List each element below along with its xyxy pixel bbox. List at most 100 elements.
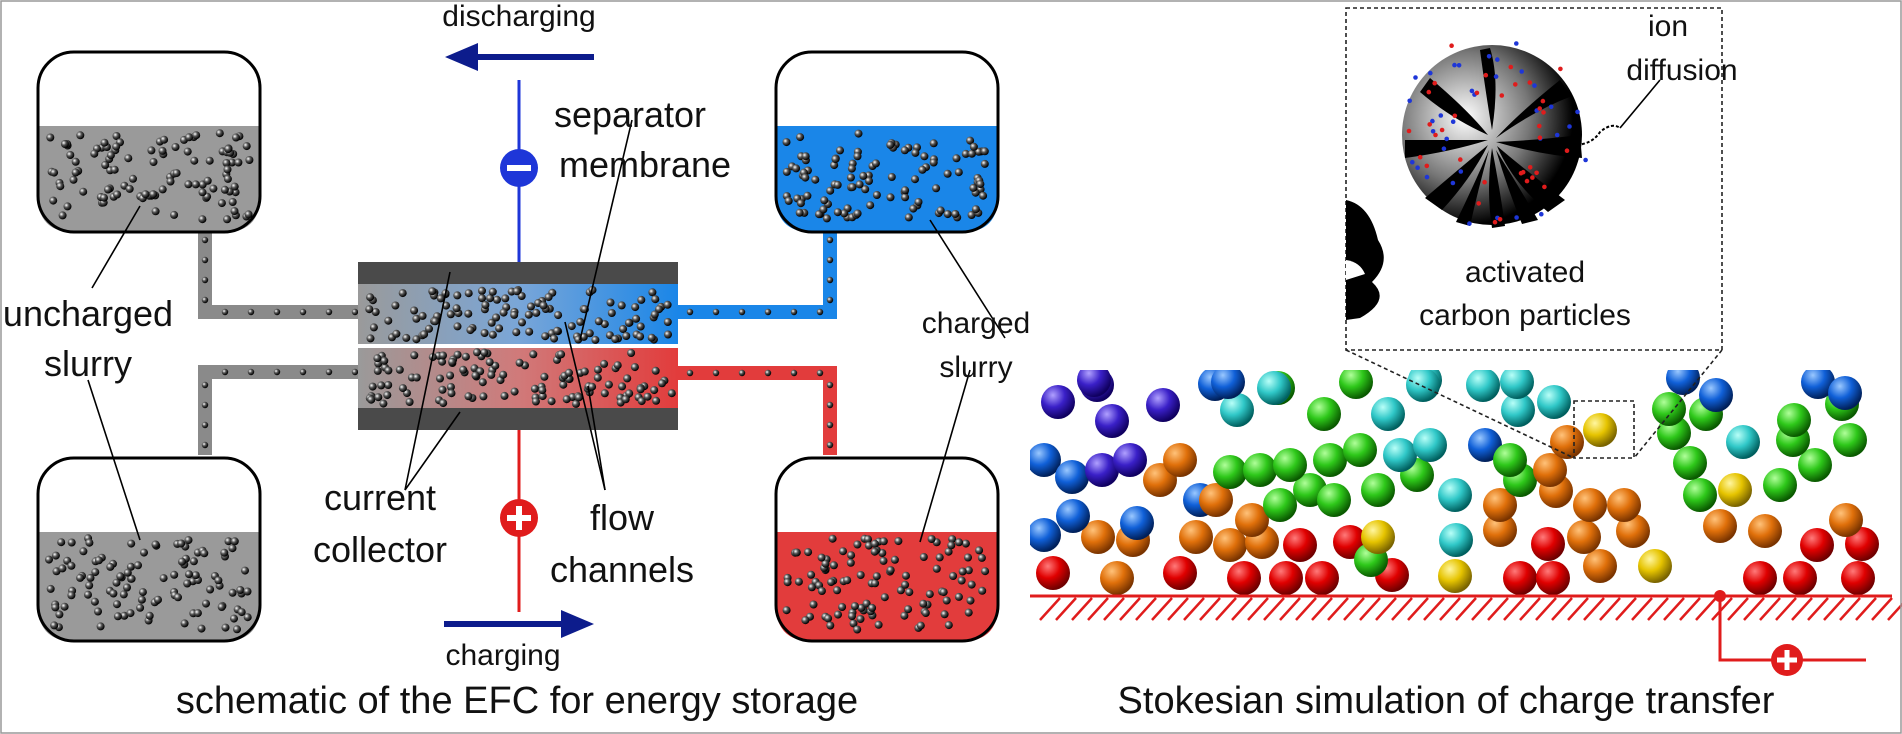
slurry-particle xyxy=(129,174,137,183)
pipe-particle xyxy=(826,421,834,429)
slurry-particle xyxy=(862,599,871,608)
slurry-particle xyxy=(916,621,925,630)
slurry-particle xyxy=(55,610,64,619)
cell-particle xyxy=(567,322,576,331)
slurry-particle xyxy=(904,605,913,614)
ion xyxy=(1444,136,1449,142)
simulated-particle xyxy=(1343,433,1377,467)
slurry-particle xyxy=(886,140,895,149)
simulated-particle xyxy=(1550,425,1584,459)
slurry-particle xyxy=(69,175,78,184)
cell-particle xyxy=(637,295,646,304)
pipe-particle xyxy=(826,276,834,284)
cell-particle xyxy=(452,304,461,313)
cell-particle xyxy=(478,294,486,303)
slurry-particle xyxy=(918,165,927,174)
cell-particle xyxy=(366,293,375,302)
minus-circle-icon xyxy=(500,149,538,187)
slurry-particle xyxy=(120,611,129,620)
simulated-particle xyxy=(1567,520,1601,554)
slurry-particle xyxy=(964,553,972,562)
simulated-particle xyxy=(1673,446,1707,480)
pipe-particle xyxy=(201,236,209,244)
cell-particle xyxy=(365,305,374,314)
pipe-particles xyxy=(201,236,834,449)
ion xyxy=(1452,113,1458,119)
simulation-caption: Stokesian simulation of charge transfer xyxy=(1118,680,1775,722)
cell-particle xyxy=(487,370,496,379)
ion xyxy=(1548,104,1554,110)
slurry-particle xyxy=(178,557,186,566)
slurry-particle xyxy=(185,133,194,142)
slurry-particle xyxy=(138,588,147,597)
simulated-particle xyxy=(1638,549,1672,583)
pipe-particle xyxy=(826,236,834,244)
slurry-particle xyxy=(149,190,158,199)
charged-label-line2: slurry xyxy=(939,351,1012,384)
cell-particle xyxy=(554,311,563,320)
ion xyxy=(1564,148,1570,153)
ion xyxy=(1493,74,1499,79)
slurry-particle xyxy=(243,613,252,622)
cell-particle xyxy=(368,382,377,391)
slurry-particle xyxy=(230,537,239,546)
slurry-particle xyxy=(241,566,249,575)
ion xyxy=(1513,82,1518,87)
pipe-particle xyxy=(351,308,359,316)
slurry-particle xyxy=(940,610,949,619)
schematic-caption: schematic of the EFC for energy storage xyxy=(176,680,858,722)
ion-particles xyxy=(1406,41,1588,226)
slurry-particle xyxy=(853,540,862,549)
simulated-particle xyxy=(1783,561,1817,595)
slurry-particle xyxy=(980,159,989,168)
ion-label-line2: diffusion xyxy=(1626,54,1737,87)
simulated-particle xyxy=(1163,443,1197,477)
cell-particle xyxy=(384,366,393,375)
cell-particle xyxy=(471,371,480,380)
ion xyxy=(1433,132,1438,138)
simulated-particle xyxy=(1501,393,1535,427)
slurry-particle xyxy=(911,148,920,157)
pipe-particle xyxy=(790,308,798,316)
tank-particles xyxy=(45,129,990,634)
slurry-particle xyxy=(801,616,810,625)
slurry-particle xyxy=(920,152,929,161)
slurry-particle xyxy=(242,142,251,151)
slurry-particle xyxy=(52,567,61,576)
slurry-particle xyxy=(113,190,122,199)
cell-particle xyxy=(591,335,600,344)
hatch-mark xyxy=(1855,597,1877,621)
pipe-particle xyxy=(738,369,746,377)
slurry-particle xyxy=(185,570,193,579)
ion xyxy=(1430,129,1436,134)
cell-particle xyxy=(480,348,489,357)
wall-hatching xyxy=(1039,597,1902,621)
slurry-particle xyxy=(147,146,156,155)
slurry-particle xyxy=(919,553,928,561)
hatch-mark xyxy=(1311,597,1333,621)
slurry-particle xyxy=(969,183,978,192)
cell-particle xyxy=(402,333,411,342)
slurry-particle xyxy=(829,561,838,570)
slurry-particle xyxy=(84,590,92,599)
ion xyxy=(1426,89,1432,95)
slurry-particle xyxy=(822,214,831,223)
simulated-particle xyxy=(1235,503,1269,537)
cell-particle xyxy=(366,334,375,343)
pipe-particle xyxy=(826,296,834,304)
slurry-particle xyxy=(123,568,132,577)
slurry-particle xyxy=(113,612,122,621)
slurry-particle xyxy=(56,182,65,191)
hatch-mark xyxy=(1055,597,1077,621)
slurry-particle xyxy=(191,180,200,189)
slurry-particle xyxy=(900,611,909,620)
ion xyxy=(1427,122,1432,127)
slurry-particle xyxy=(222,159,231,167)
zoom-target-box xyxy=(1573,400,1635,459)
simulated-particle xyxy=(1095,404,1129,438)
slurry-particle xyxy=(947,541,956,550)
slurry-particle xyxy=(854,129,863,138)
cell-particle xyxy=(501,294,510,303)
hatch-mark xyxy=(1183,597,1205,621)
simulated-particle xyxy=(1055,460,1089,494)
